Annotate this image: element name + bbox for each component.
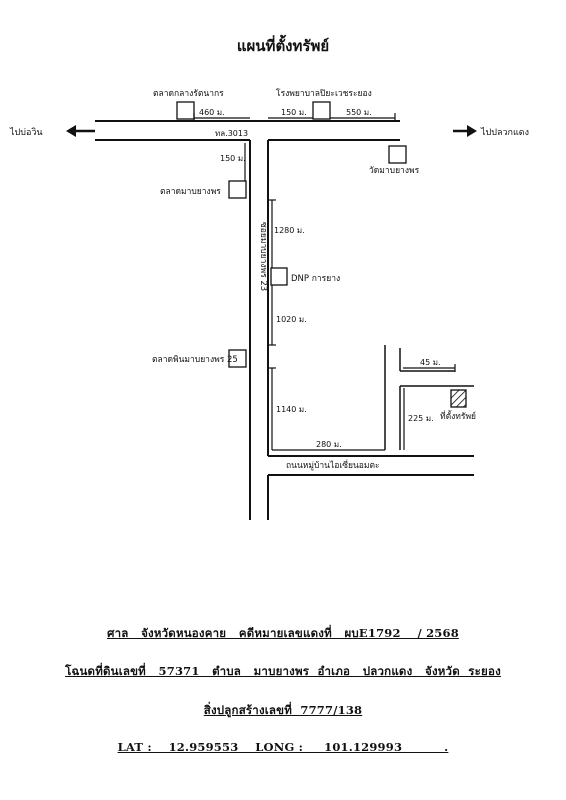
main-road — [95, 120, 400, 141]
temple-label: วัดมาบยางพร — [369, 166, 420, 176]
side-lines — [384, 345, 474, 450]
soi-label: ซอยมาบยางพร 23 — [258, 222, 268, 291]
distance-460: 460 ม. — [199, 108, 225, 117]
distance-225: 225 ม. — [408, 414, 434, 423]
distance-280: 280 ม. — [316, 440, 342, 449]
building-number-line: สิ่งปลูกสร้างเลขที่ 7777/138 — [203, 703, 363, 717]
distance-1280: 1280 ม. — [274, 226, 305, 235]
hospital-marker — [312, 101, 331, 120]
temple-marker — [388, 145, 407, 164]
title-deed-line: โฉนดที่ดินเลขที่ 57371 ตำบล มาบยางพร อำเ… — [65, 664, 501, 678]
dnp-marker — [270, 267, 288, 286]
dnp-label: DNP การยาง — [291, 274, 340, 284]
market-central-marker — [176, 101, 195, 120]
distance-1140: 1140 ม. — [276, 405, 307, 414]
distance-1020: 1020 ม. — [276, 315, 307, 324]
market-central-label: ตลาดกลางรัตนากร — [153, 89, 224, 99]
right-direction-label: ไปปลวกแดง — [480, 127, 529, 138]
market-mab-marker — [228, 180, 247, 199]
village-road-label: ถนนหมู่บ้านไอเซี่ยนอมตะ — [286, 459, 380, 471]
distance-150-side: 150 ม. — [220, 154, 246, 163]
market-phin-label: ตลาดพินมาบยางพร 25 — [152, 355, 238, 365]
left-arrow-icon — [66, 125, 95, 137]
village-road — [267, 455, 474, 520]
distance-150-top: 150 ม. — [281, 108, 307, 117]
right-arrow-icon — [453, 125, 477, 137]
distance-markers — [193, 113, 456, 451]
property-label: ที่ตั้งทรัพย์ — [440, 410, 476, 422]
page-title: แผนที่ตั้งทรัพย์ — [236, 37, 330, 55]
market-mab-label: ตลาดมาบยางพร — [160, 187, 221, 197]
distance-45: 45 ม. — [420, 358, 441, 367]
distance-550: 550 ม. — [346, 108, 372, 117]
left-direction-label: ไปบ่อวิน — [9, 127, 43, 138]
coordinates-line: LAT : 12.959553 LONG : 101.129993 . — [117, 740, 449, 754]
soi-road — [249, 140, 269, 520]
property-marker — [450, 389, 467, 408]
main-road-label: ทล.3013 — [215, 129, 248, 138]
hospital-label: โรงพยาบาลปิยะเวชระยอง — [276, 88, 372, 99]
court-case-line: ศาล จังหวัดหนองคาย คดีหมายเลขแดงที่ ผบE1… — [107, 626, 459, 640]
market-phin-marker — [228, 349, 247, 368]
